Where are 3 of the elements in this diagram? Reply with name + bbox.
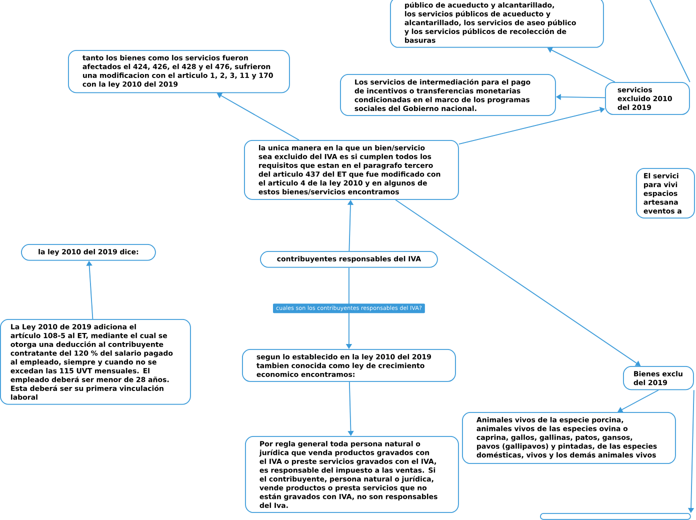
arrow [458,106,605,144]
topic-box [540,513,691,520]
arrow [618,390,659,412]
